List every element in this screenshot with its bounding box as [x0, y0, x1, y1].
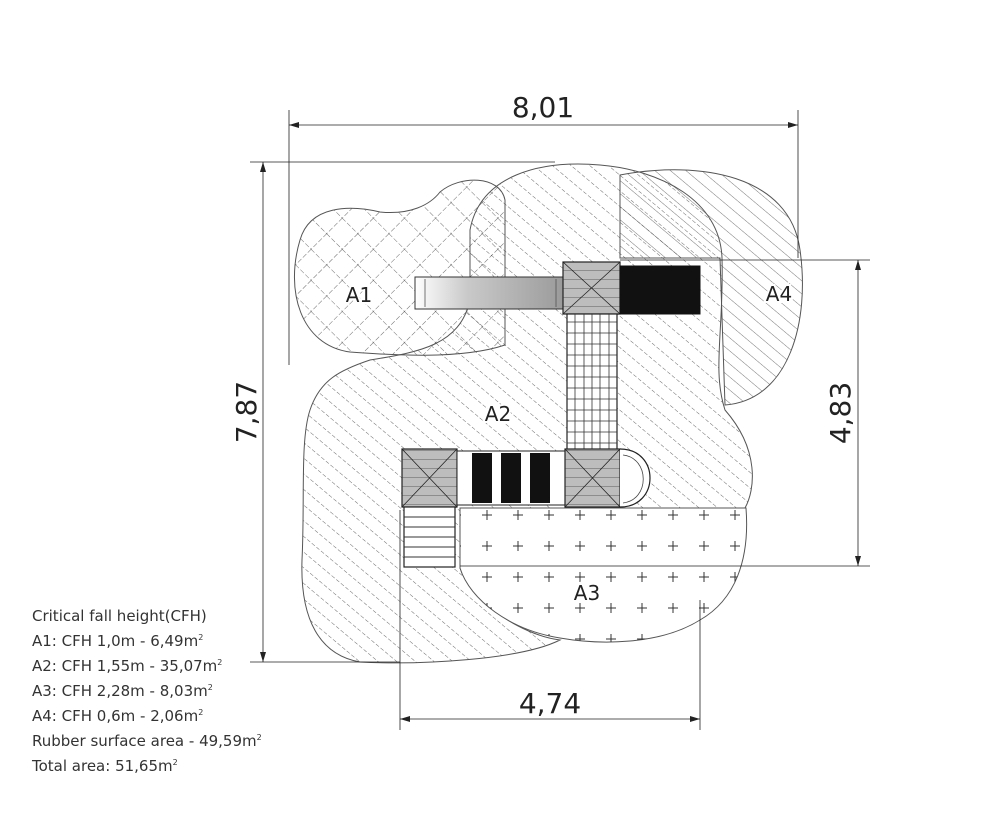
- legend-row: A1: CFH 1,0m - 6,49m2: [32, 632, 204, 650]
- zone-label-a1: A1: [346, 283, 372, 307]
- legend: Critical fall height(CFH) A1: CFH 1,0m -…: [32, 606, 262, 777]
- zone-label-a3: A3: [574, 581, 600, 605]
- zone-label-a2: A2: [485, 402, 511, 426]
- legend-title: Critical fall height(CFH): [32, 607, 207, 625]
- dim-label-left: 7,87: [230, 381, 263, 443]
- arch-panel: [619, 448, 651, 508]
- legend-row: Total area: 51,65m2: [32, 757, 178, 775]
- legend-row: A4: CFH 0,6m - 2,06m2: [32, 707, 204, 725]
- legend-row: Rubber surface area - 49,59m2: [32, 732, 262, 750]
- slide: [414, 276, 566, 310]
- zone-a3-pattern: [460, 508, 747, 643]
- zone-label-a4: A4: [766, 282, 792, 306]
- legend-row: A3: CFH 2,28m - 8,03m2: [32, 682, 213, 700]
- legend-row: A2: CFH 1,55m - 35,07m2: [32, 657, 223, 675]
- dim-label-top: 8,01: [512, 91, 574, 124]
- dim-label-bottom: 4,74: [519, 687, 581, 720]
- dim-label-right: 4,83: [824, 382, 857, 444]
- roof-panel: [619, 265, 701, 315]
